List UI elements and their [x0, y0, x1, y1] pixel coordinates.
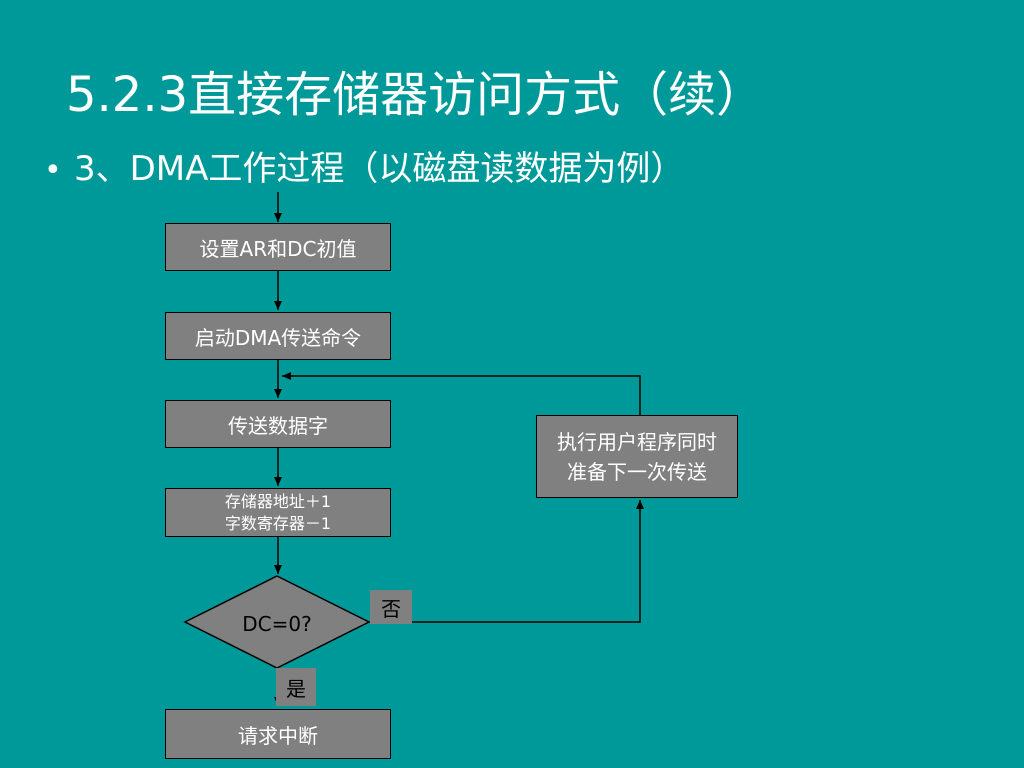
side-line2: 准备下一次传送 [567, 459, 707, 484]
connector-loop-back [282, 372, 641, 415]
bullet-item: • 3、DMA工作过程（以磁盘读数据为例） [44, 146, 684, 194]
yes-label: 是 [276, 668, 316, 706]
decision-label: DC=0? [242, 612, 312, 636]
side-line1: 执行用户程序同时 [557, 429, 717, 454]
connector-no-branch [369, 500, 644, 623]
step-request-interrupt: 请求中断 [165, 709, 391, 759]
step-update-line1: 存储器地址＋1 [224, 491, 332, 511]
step-update-registers: 存储器地址＋1 字数寄存器－1 [165, 488, 391, 537]
step-transfer-word: 传送数据字 [165, 400, 391, 448]
slide-title: 5.2.3直接存储器访问方式（续） [66, 67, 765, 123]
no-label: 否 [370, 590, 412, 624]
bullet-dot: • [44, 153, 62, 188]
step-start-dma: 启动DMA传送命令 [165, 312, 391, 360]
step-update-line2: 字数寄存器－1 [224, 513, 332, 533]
subtitle-text: 3、DMA工作过程（以磁盘读数据为例） [74, 149, 685, 189]
side-user-program: 执行用户程序同时 准备下一次传送 [536, 415, 738, 498]
step-set-ar-dc: 设置AR和DC初值 [165, 223, 391, 271]
